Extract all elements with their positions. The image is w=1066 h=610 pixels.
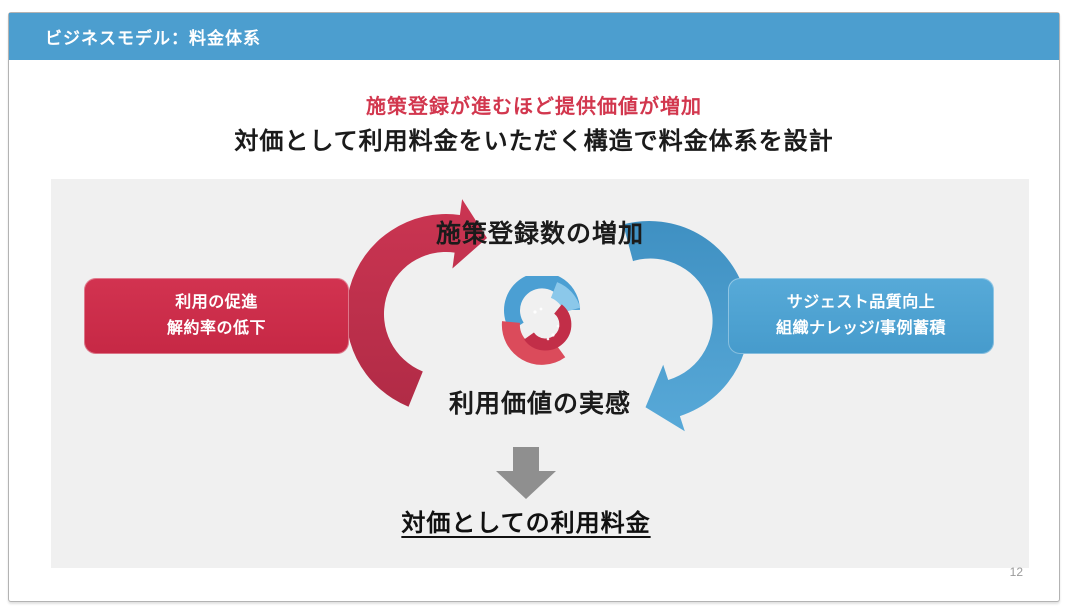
cycle-arrows [346,199,750,432]
cycle-logo-icon [501,276,581,365]
headline-emphasis: 施策登録が進むほど提供価値が増加 [366,96,702,118]
slide: ビジネスモデル：料金体系 施策登録が進むほど提供価値が増加 対価として利用料金を… [8,12,1060,602]
cycle-top-label: 施策登録数の増加 [435,220,644,248]
slide-header-title: ビジネスモデル：料金体系 [45,29,261,48]
blue-cycle-arrow-icon [623,220,750,432]
left-red-box-line1: 利用の促進 [175,294,258,311]
red-cycle-arrow-icon [346,199,487,407]
down-arrow-icon [496,447,556,499]
cycle-diagram-panel: 施策登録数の増加 利用の促進 解約率の低下 サジェスト品質向上 組織ナレッジ/事… [51,179,1029,568]
right-blue-box: サジェスト品質向上 組織ナレッジ/事例蓄積 [728,278,994,354]
right-blue-box-line1: サジェスト品質向上 [786,294,936,311]
headline-subtitle: 対価として利用料金をいただく構造で料金体系を設計 [234,128,834,155]
right-blue-box-line2: 組織ナレッジ/事例蓄積 [776,320,946,337]
slide-header: ビジネスモデル：料金体系 [9,13,1059,60]
page-number: 12 [1009,565,1023,579]
left-red-box-line2: 解約率の低下 [166,320,266,337]
left-red-box: 利用の促進 解約率の低下 [84,278,349,354]
cycle-bottom-label: 利用価値の実感 [448,390,631,418]
conclusion-label: 対価としての利用料金 [401,510,651,537]
